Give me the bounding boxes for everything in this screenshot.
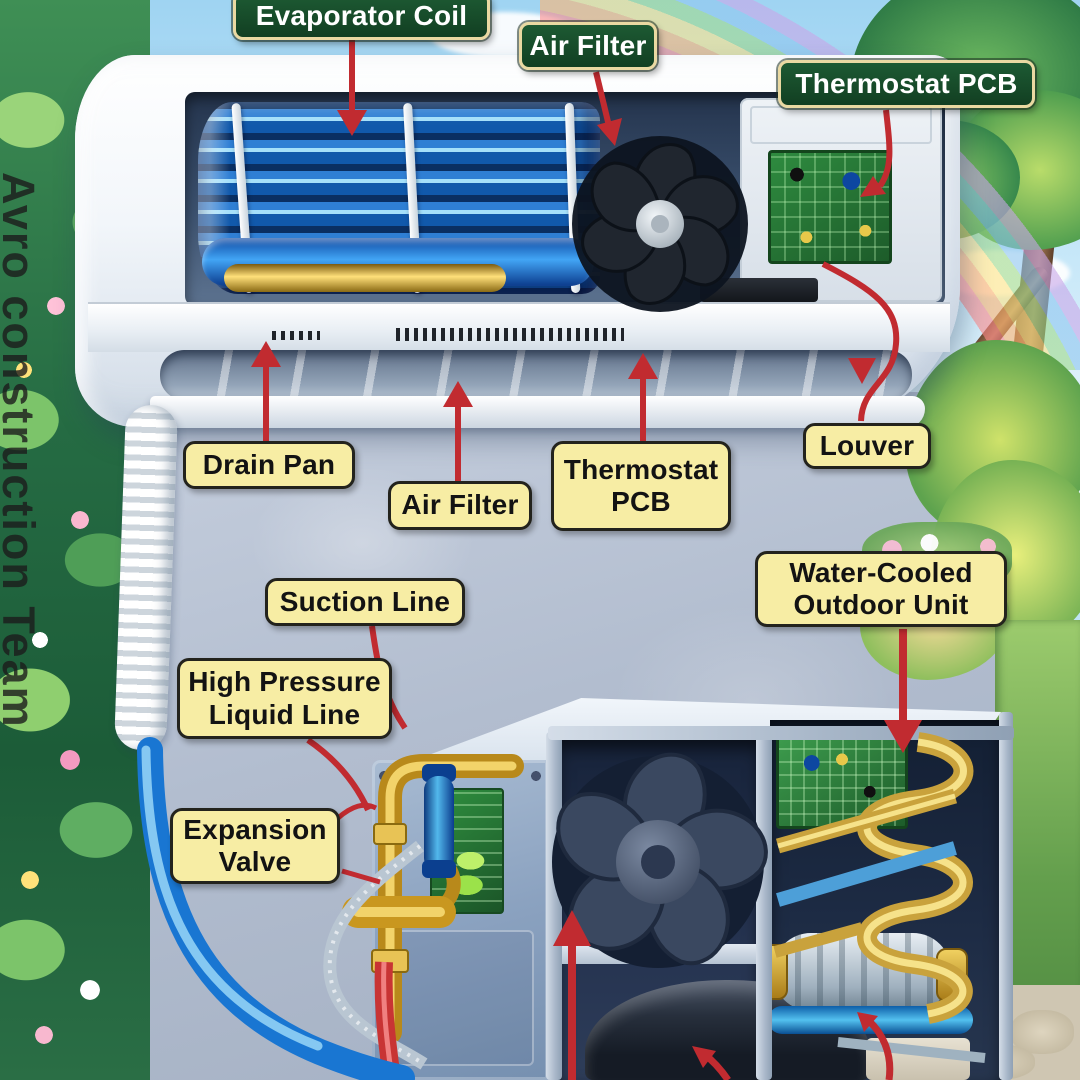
outdoor-left-recess: [388, 930, 534, 1066]
outdoor-pcb: [776, 733, 908, 829]
indoor-bottom-lip: [150, 396, 925, 428]
label-suction-line: Suction Line: [265, 578, 465, 626]
label-air-filter-bottom: Air Filter: [388, 481, 532, 530]
concrete-foot: [866, 1038, 970, 1080]
indoor-thermostat-pcb: [768, 150, 892, 264]
label-water-cooled-outdoor-unit: Water-Cooled Outdoor Unit: [755, 551, 1007, 627]
label-drain-pan: Drain Pan: [183, 441, 355, 489]
frame-post: [546, 732, 562, 1080]
frame-post: [999, 712, 1013, 1080]
fan-bay-shelf: [548, 944, 766, 964]
display-module: [700, 278, 818, 302]
label-high-pressure-liquid-line: High Pressure Liquid Line: [177, 658, 392, 739]
panel-line: [750, 106, 932, 144]
vent-slots: [272, 331, 320, 340]
label-thermostat-pcb-bottom: Thermostat PCB: [551, 441, 731, 531]
label-louver: Louver: [803, 423, 931, 469]
watermark-text: Avro construction Team: [0, 172, 44, 729]
label-evaporator-coil: Evaporator Coil: [233, 0, 490, 40]
label-air-filter-top: Air Filter: [519, 22, 657, 70]
frame-rail: [548, 726, 1014, 740]
drain-pan-tube: [224, 264, 506, 292]
label-thermostat-pcb-top: Thermostat PCB: [778, 60, 1035, 108]
louver-slot: [160, 350, 912, 400]
outdoor-blue-pipe: [768, 1006, 973, 1034]
outdoor-left-pcb: [430, 788, 504, 914]
label-expansion-valve: Expansion Valve: [170, 808, 340, 884]
frame-post: [756, 726, 772, 1080]
heat-exchanger-cylinder: [773, 933, 951, 1011]
indoor-lower-band: [88, 302, 950, 352]
gold-fitting: [936, 948, 968, 1002]
vent-slots: [396, 328, 624, 341]
